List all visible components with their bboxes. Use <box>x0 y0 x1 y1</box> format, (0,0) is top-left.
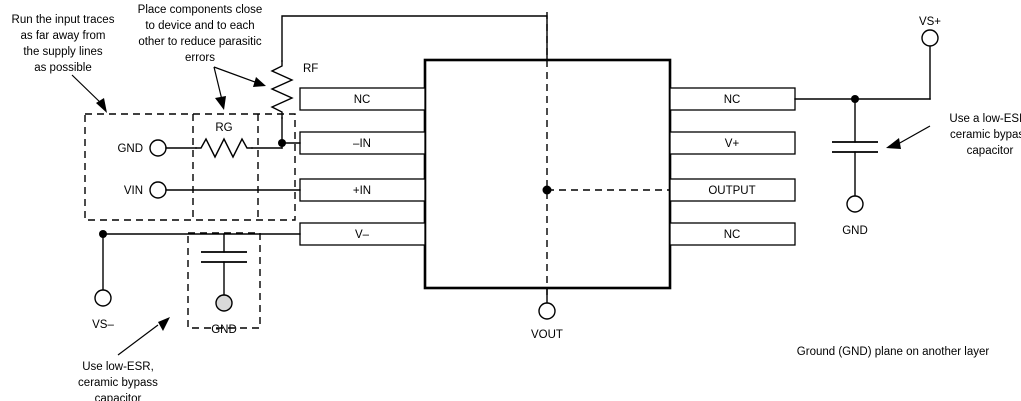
note-ground-plane: Ground (GND) plane on another layer <box>797 346 990 358</box>
note-components-close-line-1: Place components close <box>138 4 263 16</box>
vs-minus-label: VS– <box>92 319 114 331</box>
pin-label-right-4: NC <box>724 229 741 241</box>
gnd-input-terminal-circle <box>149 139 167 157</box>
gnd-input-label: GND <box>117 143 143 155</box>
vout-label: VOUT <box>531 329 563 341</box>
pin-box-left-1 <box>299 87 426 111</box>
vin-label: VIN <box>124 185 143 197</box>
pin-label-left-2: –IN <box>353 138 371 150</box>
pin-box-right-4 <box>669 222 796 246</box>
vs-plus-label: VS+ <box>919 16 941 28</box>
note-bypass-right-line-1: Use a low-ESR, <box>949 113 1021 125</box>
vs-plus-terminal-circle <box>921 29 939 47</box>
vin-terminal-circle <box>149 181 167 199</box>
note-components-close-line-4: errors <box>185 52 215 64</box>
pin-label-right-3: OUTPUT <box>708 185 755 197</box>
components-close-arrow-head-rf <box>253 77 266 87</box>
components-close-arrow-head-rg <box>215 96 226 110</box>
rf-feedback-top-wire <box>281 15 548 62</box>
pin-box-right-3 <box>669 178 796 202</box>
vout-terminal-circle <box>538 302 556 320</box>
rg-label: RG <box>215 122 232 134</box>
rf-resistor-symbol <box>270 60 294 119</box>
components-close-arrow-line-rf <box>213 66 256 83</box>
note-bypass-left-line-1: Use low-ESR, <box>82 361 154 373</box>
note-input-traces-line-2: as far away from <box>21 30 106 42</box>
pin-label-right-2: V+ <box>725 138 740 150</box>
gnd-right-label: GND <box>842 225 868 237</box>
pin-label-left-4: V– <box>355 229 370 241</box>
rg-resistor-symbol <box>195 137 253 159</box>
right-gnd-terminal-circle <box>846 195 864 213</box>
note-input-traces-line-1: Run the input traces <box>12 14 115 26</box>
input-trace-group-box <box>84 113 296 221</box>
rf-to-inverting-input-wire <box>281 117 301 144</box>
pin-label-left-1: NC <box>354 94 371 106</box>
note-input-traces-line-4: as possible <box>34 62 92 74</box>
left-bypass-arrow-line <box>117 324 159 356</box>
note-components-close-line-3: other to reduce parasitic <box>138 36 262 48</box>
note-bypass-right-line-3: capacitor <box>967 145 1014 157</box>
pin-label-right-1: NC <box>724 94 741 106</box>
left-bypass-arrow-head <box>158 317 170 331</box>
note-bypass-right-line-2: ceramic bypass <box>950 129 1021 141</box>
gnd-left-cap-label: GND <box>211 324 237 336</box>
right-bypass-arrow-head <box>886 138 901 149</box>
left-cap-gnd-terminal-circle <box>215 294 233 312</box>
input-traces-arrow-line <box>71 74 105 107</box>
ic-center-node-dot <box>542 185 552 195</box>
note-bypass-left-line-2: ceramic bypass <box>78 377 158 389</box>
rf-label: RF <box>303 63 318 75</box>
components-close-arrow-line-rg <box>213 66 223 101</box>
pin-box-right-2 <box>669 131 796 155</box>
note-bypass-left-line-3: capacitor <box>95 393 142 401</box>
left-bypass-cap-group-box <box>187 232 261 329</box>
note-input-traces-line-3: the supply lines <box>23 46 103 58</box>
vs-minus-terminal-circle <box>94 289 112 307</box>
input-traces-arrow-head <box>96 98 107 113</box>
note-components-close-line-2: to device and to each <box>145 20 254 32</box>
pin-label-left-3: +IN <box>353 185 371 197</box>
right-bypass-arrow-line <box>897 125 931 145</box>
